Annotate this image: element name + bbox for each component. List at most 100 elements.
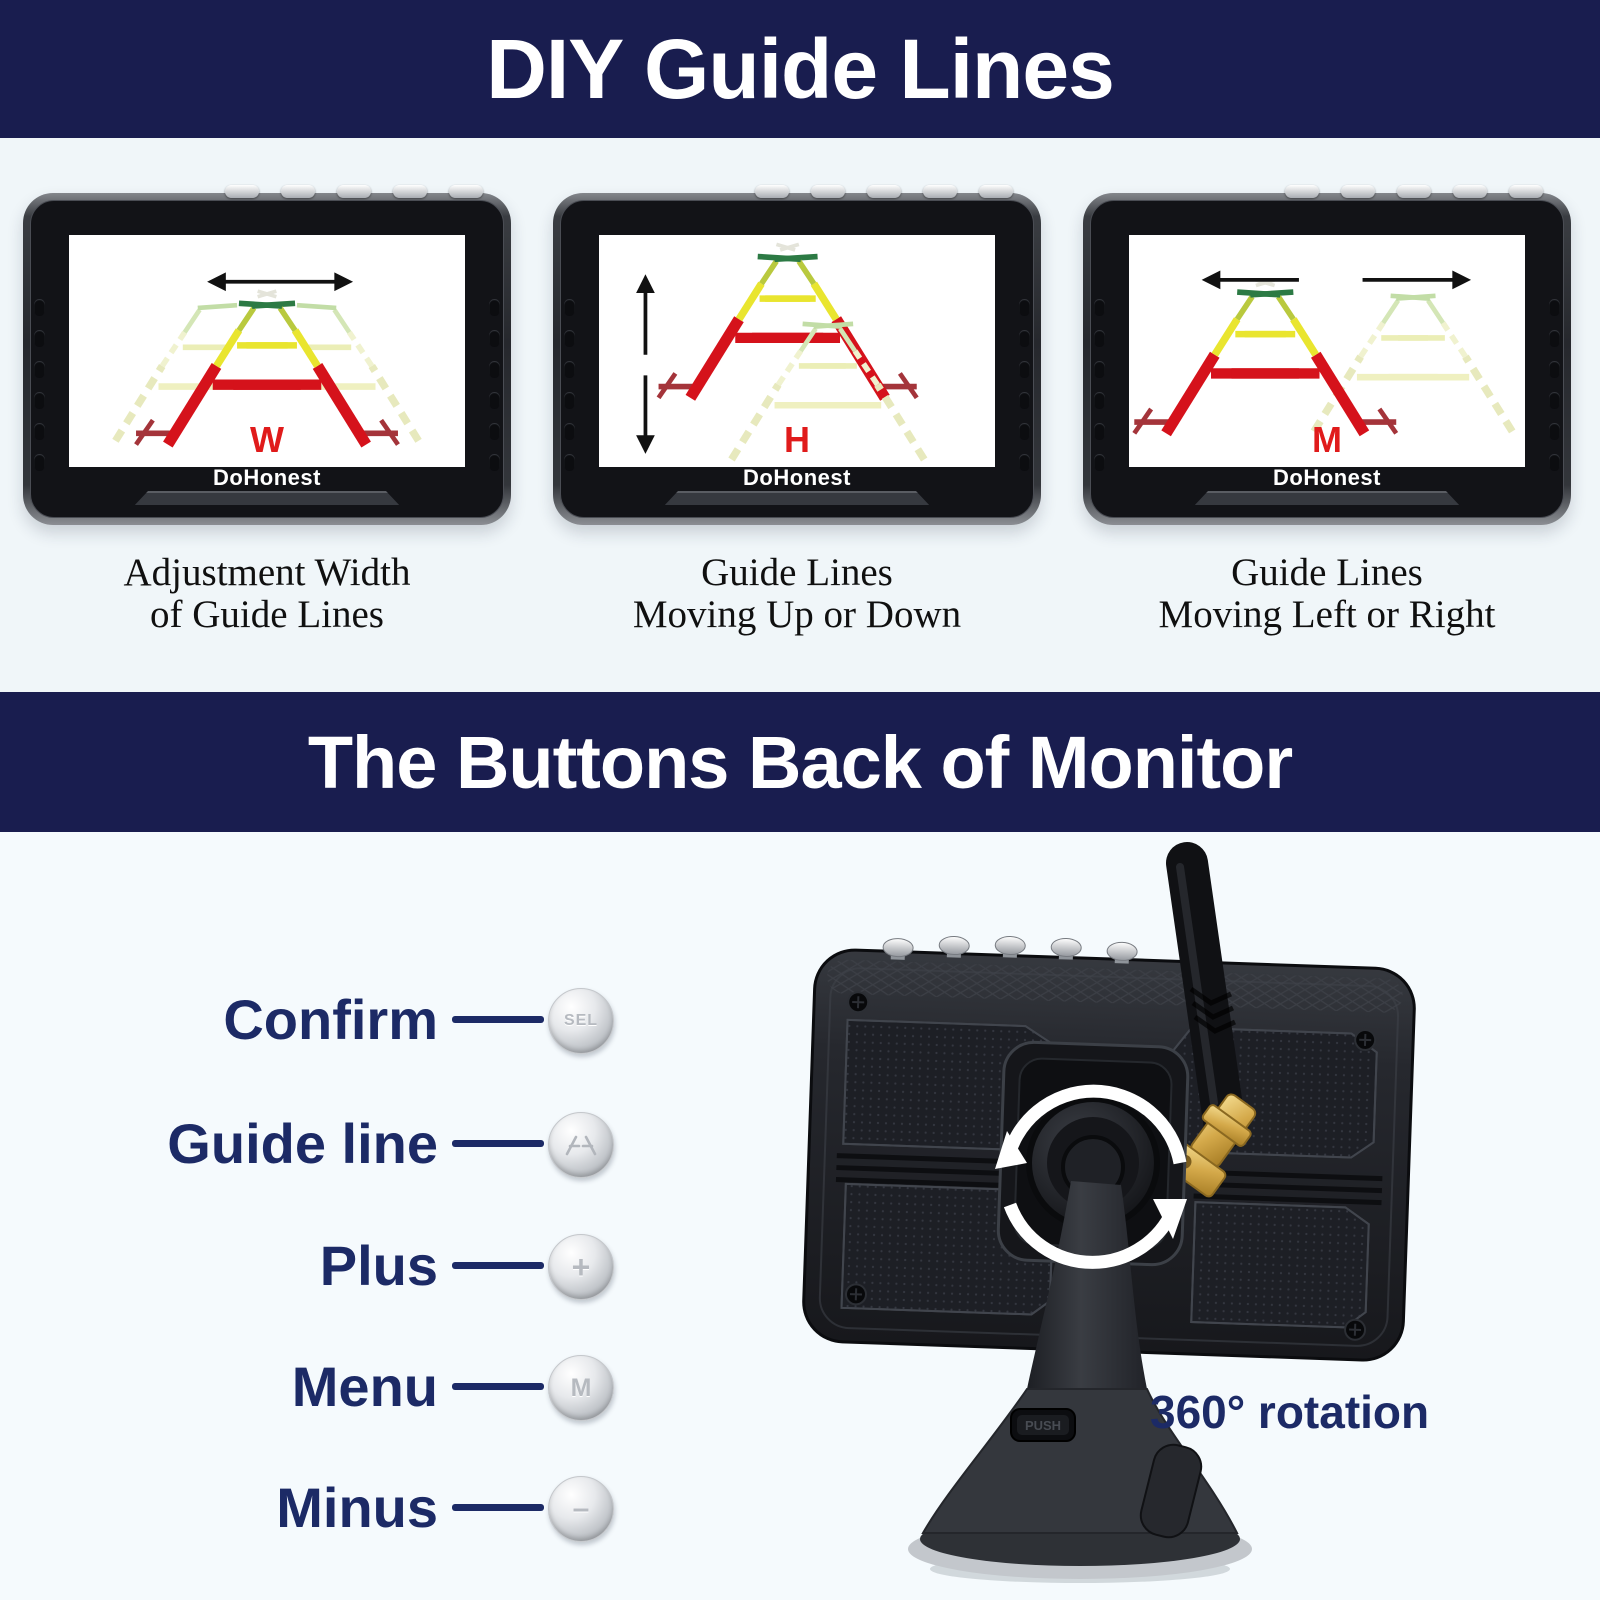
notch <box>1549 330 1560 347</box>
section-buttons-title: The Buttons Back of Monitor <box>307 720 1293 804</box>
monitor-bezel: W DoHonest <box>30 200 504 518</box>
screen-letter: H <box>784 419 810 460</box>
notch <box>34 392 45 409</box>
caption-line: Guide Lines <box>701 551 893 594</box>
monitor-top-buttons <box>755 185 1013 198</box>
notch <box>34 423 45 440</box>
guide-lines-width-graphic <box>69 272 465 467</box>
side-notches <box>1094 299 1105 471</box>
guide-lines-height-graphic <box>636 235 995 467</box>
notch <box>564 330 575 347</box>
notch <box>1094 299 1105 316</box>
guide-line-button <box>548 1112 614 1178</box>
notch <box>489 392 500 409</box>
plus-button-label: + <box>571 1248 591 1285</box>
side-notches <box>1549 299 1560 471</box>
side-notches <box>34 299 45 471</box>
monitor-bezel: M DoHonest <box>1090 200 1564 518</box>
notch <box>1094 454 1105 471</box>
notch <box>489 423 500 440</box>
monitor-button-icon <box>755 185 789 198</box>
monitor-button-icon <box>281 185 315 198</box>
antenna-icon <box>1166 842 1246 1149</box>
section-guide-lines-band: DIY Guide Lines <box>0 0 1600 138</box>
sel-button-label: SEL <box>563 1012 599 1029</box>
horizontal-double-arrow-icon <box>207 272 354 292</box>
pointer-line <box>452 1383 544 1390</box>
ball-joint <box>1026 1096 1160 1230</box>
monitor-button-icon <box>811 185 845 198</box>
monitor-back-illustration: PUSH <box>802 842 1416 1583</box>
section-guide-lines-title: DIY Guide Lines <box>486 21 1115 116</box>
caption-up-down: Guide Lines Moving Up or Down <box>553 552 1041 636</box>
notch <box>1094 330 1105 347</box>
notch <box>564 392 575 409</box>
notch <box>1549 392 1560 409</box>
monitor-top-buttons <box>1285 185 1543 198</box>
notch <box>1019 392 1030 409</box>
label-plus: Plus <box>319 1234 438 1297</box>
monitor-button-icon <box>449 185 483 198</box>
notch <box>34 361 45 378</box>
notch <box>1019 299 1030 316</box>
pointer-line <box>452 1016 544 1023</box>
monitor-top-buttons <box>225 185 483 198</box>
bezel-chin <box>1194 491 1460 505</box>
monitor-screen: M <box>1129 235 1525 467</box>
brand-logo: DoHonest <box>213 465 321 490</box>
rotation-arrow-icon <box>995 1084 1187 1269</box>
notch <box>1094 392 1105 409</box>
label-menu: Menu <box>291 1355 438 1418</box>
notch <box>1019 330 1030 347</box>
caption-width: Adjustment Width of Guide Lines <box>23 552 511 636</box>
rotation-note: 360° rotation <box>1150 1386 1430 1438</box>
left-arrow-icon <box>1201 270 1299 290</box>
caption-line: Guide Lines <box>1231 551 1423 594</box>
monitor-screen: H <box>599 235 995 467</box>
back-panel <box>802 935 1416 1362</box>
sel-button: SEL <box>548 988 614 1054</box>
brand-logo: DoHonest <box>1273 465 1381 490</box>
monitor-button-icon <box>1341 185 1375 198</box>
notch <box>34 454 45 471</box>
notch <box>564 361 575 378</box>
plus-button: + <box>548 1234 614 1300</box>
screen-letter: W <box>250 419 284 460</box>
menu-button-label: M <box>570 1373 592 1402</box>
monitor-button-icon <box>1453 185 1487 198</box>
notch <box>34 299 45 316</box>
notch <box>1094 361 1105 378</box>
monitor-button-icon <box>1397 185 1431 198</box>
notch <box>1549 361 1560 378</box>
monitor-button-icon <box>1285 185 1319 198</box>
screen-letter: M <box>1312 419 1342 460</box>
monitor-button-icon <box>393 185 427 198</box>
notch <box>1094 423 1105 440</box>
monitor-width-demo: W DoHonest <box>23 185 511 525</box>
label-guide-line: Guide line <box>167 1112 438 1175</box>
notch <box>489 299 500 316</box>
guide-lines-move-graphic <box>1129 270 1525 467</box>
notch <box>489 330 500 347</box>
bezel-chin <box>134 491 400 505</box>
corner-screws <box>844 991 1377 1341</box>
notch <box>489 361 500 378</box>
side-notches <box>564 299 575 471</box>
monitor-button-icon <box>337 185 371 198</box>
vertical-double-arrow-icon <box>636 274 655 454</box>
minus-button-label: – <box>572 1492 590 1525</box>
side-notches <box>489 299 500 471</box>
monitor-move-demo: M DoHonest <box>1083 185 1571 525</box>
notch <box>1549 454 1560 471</box>
back-top-buttons <box>882 935 1138 964</box>
section-buttons-band: The Buttons Back of Monitor <box>0 692 1600 832</box>
monitor-button-icon <box>1509 185 1543 198</box>
monitor-button-icon <box>225 185 259 198</box>
push-button: PUSH <box>1010 1408 1076 1442</box>
monitor-button-icon <box>979 185 1013 198</box>
monitor-bezel: H DoHonest <box>560 200 1034 518</box>
notch <box>1549 423 1560 440</box>
notch <box>564 423 575 440</box>
caption-line: Moving Left or Right <box>1158 593 1496 636</box>
